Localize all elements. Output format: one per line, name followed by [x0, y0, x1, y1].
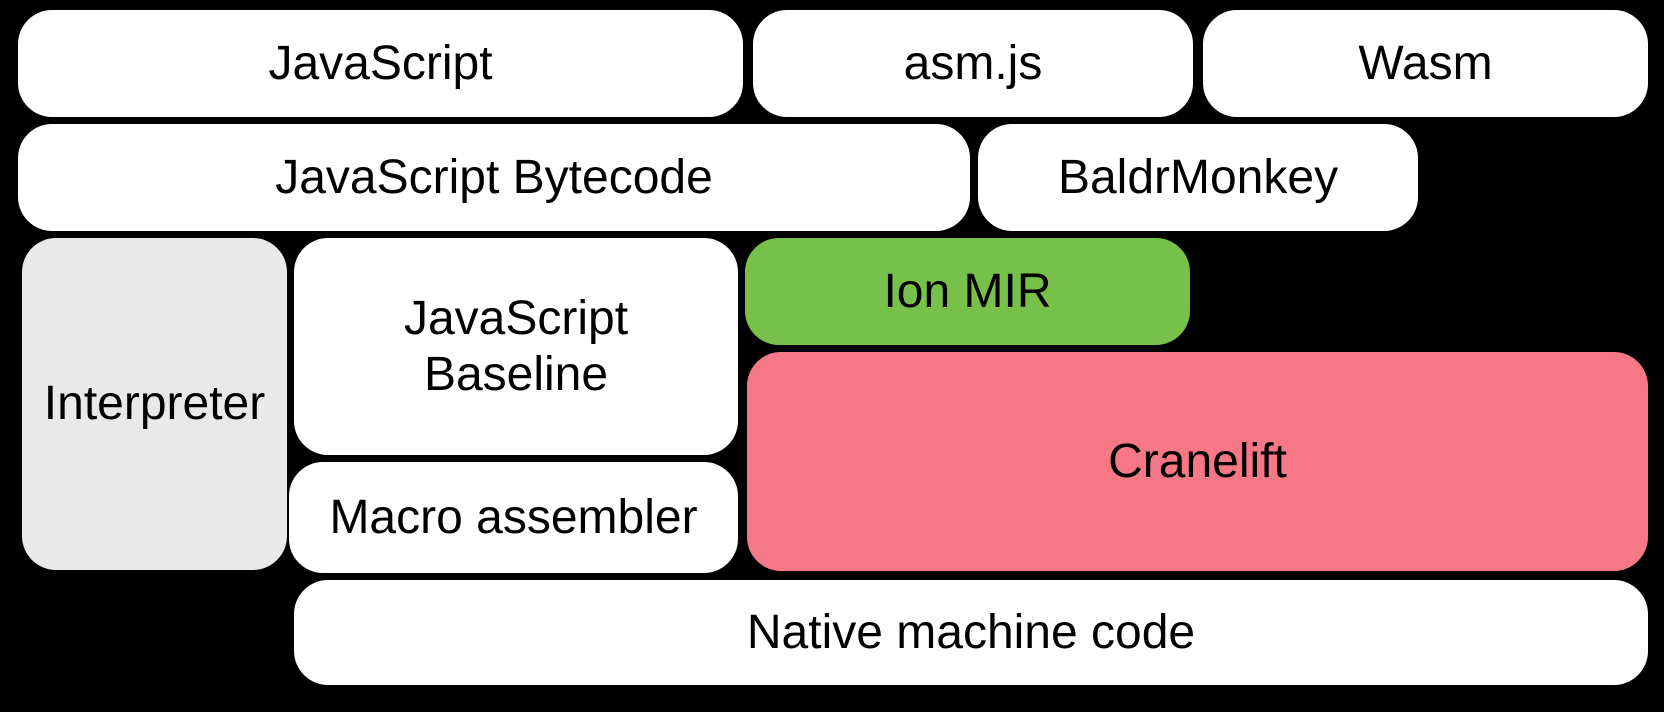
node-label-macro-assembler: Macro assembler: [329, 490, 698, 544]
node-label-wasm: Wasm: [1358, 36, 1493, 90]
node-macro-assembler: Macro assembler: [289, 462, 738, 573]
node-label-interpreter: Interpreter: [43, 377, 266, 431]
node-baldrmonkey: BaldrMonkey: [978, 124, 1418, 231]
node-label-cranelift: Cranelift: [1108, 434, 1287, 488]
node-label-javascript-baseline: JavaScript Baseline: [403, 291, 629, 401]
node-label-javascript-bytecode: JavaScript Bytecode: [275, 150, 713, 204]
node-label-native-machine-code: Native machine code: [746, 605, 1196, 659]
node-label-asm-js: asm.js: [903, 36, 1043, 90]
node-wasm: Wasm: [1203, 10, 1648, 117]
node-interpreter: Interpreter: [22, 238, 287, 570]
node-javascript-bytecode: JavaScript Bytecode: [18, 124, 970, 231]
node-label-ion-mir: Ion MIR: [883, 264, 1052, 318]
node-native-machine-code: Native machine code: [294, 580, 1648, 685]
node-ion-mir: Ion MIR: [745, 238, 1190, 345]
node-asm-js: asm.js: [753, 10, 1193, 117]
node-cranelift: Cranelift: [747, 352, 1648, 571]
node-label-javascript: JavaScript: [268, 36, 493, 90]
node-javascript-baseline: JavaScript Baseline: [294, 238, 738, 455]
node-javascript: JavaScript: [18, 10, 743, 117]
node-label-baldrmonkey: BaldrMonkey: [1057, 150, 1339, 204]
